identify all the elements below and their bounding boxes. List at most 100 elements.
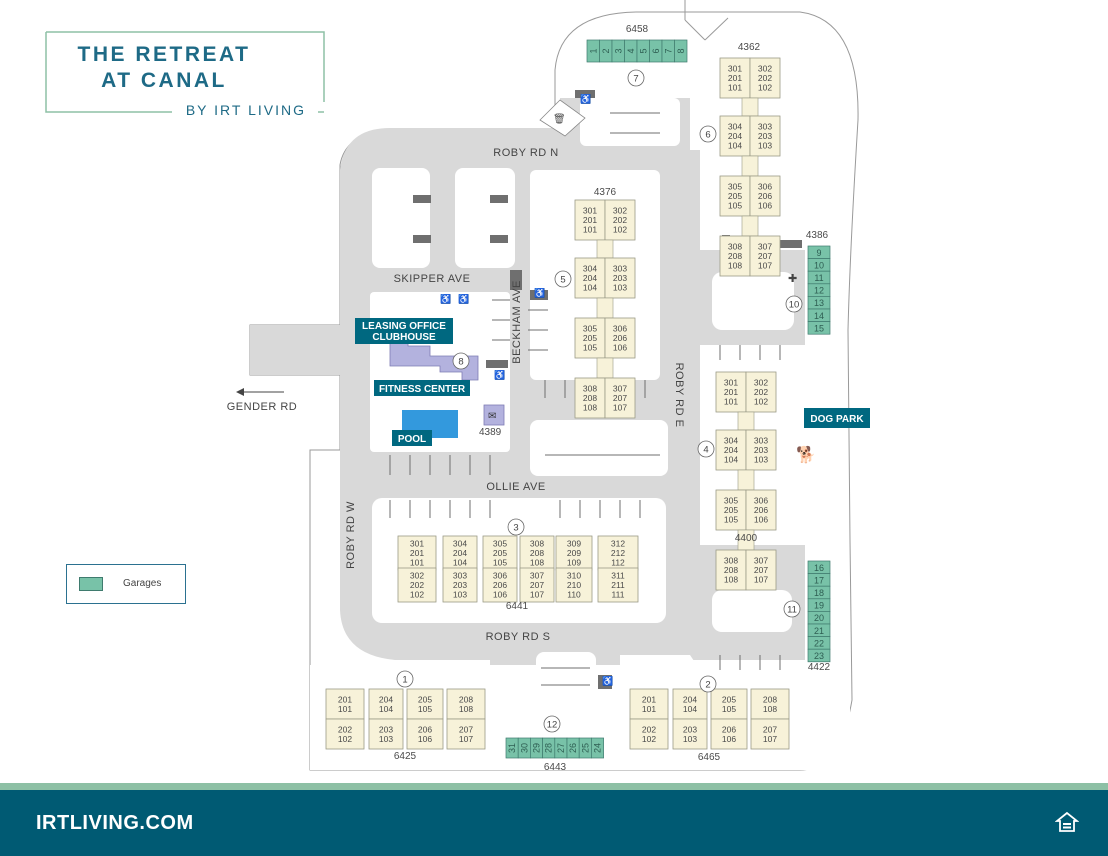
garage-stall[interactable]: 5 [636,39,650,63]
garage-stall[interactable]: 18 [807,585,831,600]
mailbox-building[interactable] [483,404,505,426]
garage-stall[interactable]: 25 [578,737,592,759]
website-link[interactable]: IRTLIVING.COM [36,812,194,834]
dog-park-label[interactable]: DOG PARK [804,408,870,428]
clubhouse-building[interactable] [389,339,479,381]
garage-stall[interactable]: 15 [807,321,831,335]
garage-stall[interactable]: 20 [807,611,831,625]
garage-stall[interactable]: 23 [807,648,831,663]
garage-stall[interactable]: 21 [807,623,831,637]
pool-label[interactable]: POOL [392,430,432,446]
garage-stall[interactable]: 16 [807,560,831,574]
garage-stall[interactable]: 14 [807,308,831,322]
building-marker-7[interactable]: 7 [627,69,645,87]
garage-stall[interactable]: 26 [566,737,580,759]
garage-stall[interactable]: 9 [807,245,831,259]
building-marker-10[interactable]: 10 [785,295,803,313]
garage-stall[interactable]: 31 [505,737,519,759]
garage-stall[interactable]: 27 [554,737,568,759]
garage-stall[interactable]: 19 [807,598,831,612]
garage-stall[interactable]: 4 [624,39,638,63]
garage-stall[interactable]: 17 [807,573,831,587]
garage-stall[interactable]: 29 [530,737,543,759]
garage-stall[interactable]: 6 [649,39,663,63]
building-marker-2[interactable]: 2 [699,675,717,693]
garage-stall[interactable]: 24 [591,737,604,759]
garage-stall[interactable]: 13 [807,296,831,310]
garage-stall[interactable]: 7 [661,39,675,63]
building-marker-6[interactable]: 6 [699,125,717,143]
building-marker-11[interactable]: 11 [783,600,801,618]
leasing-office-label[interactable]: LEASING OFFICE CLUBHOUSE [355,318,453,344]
building-marker-8[interactable]: 8 [452,352,470,370]
garage-stall[interactable]: 28 [542,737,556,759]
garage-stall[interactable]: 2 [599,39,613,63]
garage-stall[interactable]: 22 [807,636,831,650]
garage-stall[interactable]: 3 [611,39,625,63]
garage-stall[interactable]: 11 [807,270,831,285]
building-marker-4[interactable]: 4 [697,440,715,458]
garage-stall[interactable]: 30 [517,737,531,759]
fitness-center-label[interactable]: FITNESS CENTER [374,380,470,396]
building-marker-5[interactable]: 5 [554,270,572,288]
garage-stall[interactable]: 12 [807,283,831,297]
garage-stall[interactable]: 10 [807,258,831,272]
building-marker-1[interactable]: 1 [396,670,414,688]
garage-stall[interactable]: 1 [586,39,600,63]
building-marker-12[interactable]: 12 [543,715,561,733]
garage-stall[interactable]: 8 [674,39,688,63]
building-marker-3[interactable]: 3 [507,518,525,536]
